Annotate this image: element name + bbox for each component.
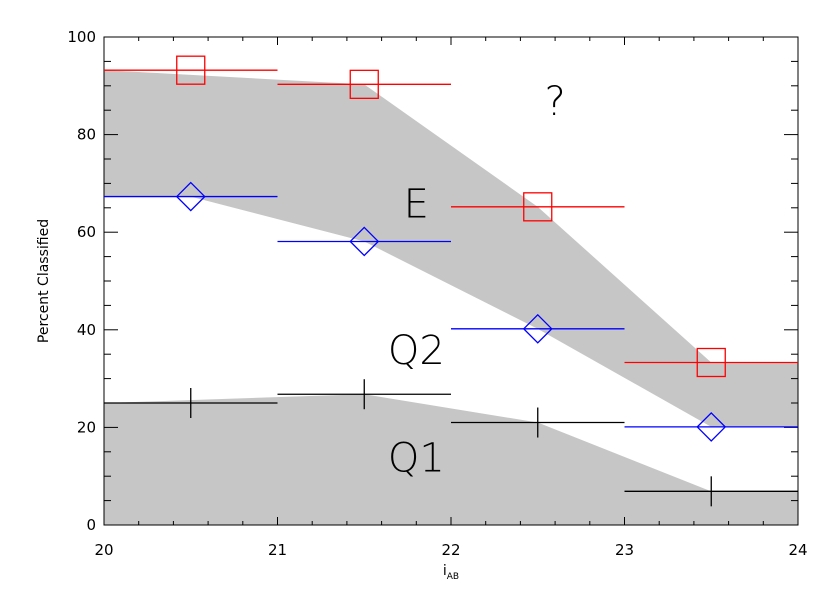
x-axis-title: iAB <box>443 563 459 582</box>
x-axis-title-subscript: AB <box>447 572 459 582</box>
region-label-1: ? <box>544 79 565 125</box>
series-2-point <box>175 181 206 212</box>
region-label-3: Q2 <box>388 328 445 374</box>
x-tick-label: 20 <box>94 541 113 559</box>
data-series <box>104 55 798 507</box>
shaded-band-1 <box>104 70 798 427</box>
series-1-point <box>523 192 553 222</box>
series-1-point <box>696 347 726 378</box>
series-2-point <box>696 411 727 442</box>
region-label-2: E <box>404 182 429 228</box>
shaded-bands <box>104 70 798 525</box>
y-tick-label: 0 <box>86 516 96 534</box>
y-tick-label: 80 <box>77 126 96 144</box>
axis-ticks <box>103 36 799 526</box>
y-tick-label: 60 <box>77 223 96 241</box>
y-axis-title: Percent Classified <box>36 219 52 343</box>
x-tick-label: 24 <box>788 541 807 559</box>
y-tick-label: 40 <box>77 321 96 339</box>
x-tick-label: 22 <box>441 541 460 559</box>
tick-labels: 20 21 22 23 24 0 20 40 60 80 100 <box>67 28 807 559</box>
series-1-point <box>349 69 379 99</box>
region-label-4: Q1 <box>388 435 445 481</box>
y-tick-label: 100 <box>67 28 96 46</box>
series-2-point <box>522 313 553 344</box>
x-tick-label: 23 <box>615 541 634 559</box>
x-tick-label: 21 <box>268 541 287 559</box>
shaded-band-2 <box>104 394 798 525</box>
series-1-point <box>176 55 206 85</box>
series-2-point <box>349 226 380 257</box>
x-axis-title-main: i <box>443 563 447 579</box>
y-tick-label: 20 <box>77 418 96 436</box>
